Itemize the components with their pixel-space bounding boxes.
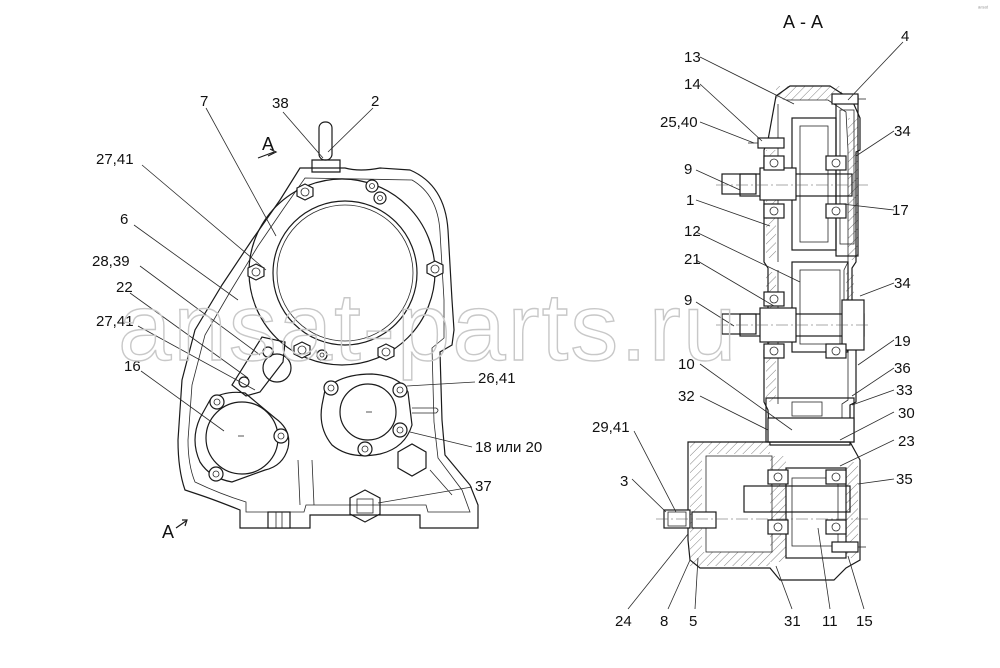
callout-10: 10: [678, 356, 695, 373]
callout-33: 33: [896, 382, 913, 399]
lower-hatch-top: [690, 442, 770, 454]
lifting-lug: [318, 121, 333, 161]
bearings: [763, 155, 847, 359]
callout-22: 22: [116, 279, 133, 296]
section-arrow-top: [257, 151, 275, 159]
shaft-upper-hub: [759, 167, 797, 201]
housing-outline: [177, 167, 479, 529]
callout-6: 6: [120, 211, 128, 228]
housing-inner: [187, 177, 471, 513]
bolt-15: [831, 541, 859, 553]
callout-24: 24: [615, 613, 632, 630]
shaft-upper-end: [721, 173, 757, 195]
bracket-plate: [231, 336, 286, 397]
flange-bolts: [247, 179, 444, 361]
front-leaders: [129, 107, 476, 504]
callout-13: 13: [684, 49, 701, 66]
bolt-4: [831, 93, 859, 105]
lower-cavity: [705, 455, 773, 553]
callout-4: 4: [901, 28, 909, 45]
callout-8: 8: [660, 613, 668, 630]
cover-16-disc: [205, 401, 279, 475]
bracket-boss: [262, 353, 292, 383]
shaft-pump: [743, 485, 851, 513]
callout-27-41-b: 27,41: [96, 313, 134, 330]
callout-18-20: 18 или 20: [475, 439, 542, 456]
hatch-right-wall: [848, 118, 858, 260]
drain-plug: [349, 489, 381, 523]
cover-18-disc: [339, 383, 397, 441]
corner-mark: ᵃⁿˢᵃᵗ: [978, 5, 989, 12]
callout-35: 35: [896, 471, 913, 488]
callout-9-a: 9: [684, 161, 692, 178]
callout-9-b: 9: [684, 292, 692, 309]
callout-5: 5: [689, 613, 697, 630]
callout-11: 11: [822, 613, 838, 630]
gear-lower: [785, 467, 847, 559]
callout-21: 21: [684, 251, 701, 268]
callout-23: 23: [898, 433, 915, 450]
bolt-14: [757, 137, 785, 149]
watermark: ansat-parts.ru: [118, 274, 738, 381]
callout-32: 32: [678, 388, 695, 405]
centre-lines: [656, 184, 870, 520]
callout-14: 14: [684, 76, 701, 93]
lug-base: [311, 159, 341, 173]
callout-27-41-a: 27,41: [96, 151, 134, 168]
callout-30: 30: [898, 405, 915, 422]
callout-16: 16: [124, 358, 141, 375]
cover-18: [320, 373, 413, 457]
lower-hex-boss: [397, 443, 427, 477]
gear-upper: [791, 117, 837, 251]
callout-17: 17: [892, 202, 909, 219]
callout-26-41: 26,41: [478, 370, 516, 387]
fitting-nut: [691, 511, 717, 529]
foot-slot: [267, 511, 291, 529]
callout-1: 1: [686, 192, 694, 209]
callout-15: 15: [856, 613, 873, 630]
callout-28-39: 28,39: [92, 253, 130, 270]
callout-36: 36: [894, 360, 911, 377]
section-view: [627, 41, 904, 610]
upper-housing: [763, 85, 861, 446]
callout-7: 7: [200, 93, 208, 110]
callout-29-41: 29,41: [592, 419, 630, 436]
cover-16: [194, 391, 290, 483]
hatch-top: [776, 86, 842, 100]
callout-38: 38: [272, 95, 289, 112]
front-view: [129, 107, 479, 529]
lower-hatch-bottom: [690, 552, 770, 566]
view-marker-top: А: [262, 134, 274, 154]
callout-25-40: 25,40: [660, 114, 698, 131]
section-title: А - А: [783, 12, 823, 32]
callout-37: 37: [475, 478, 492, 495]
view-marker-bottom: А: [162, 522, 174, 542]
flange-bore-inner: [276, 204, 414, 342]
shaft-lower-end: [721, 313, 757, 335]
callout-19: 19: [894, 333, 911, 350]
section-arrow-bottom: [175, 520, 187, 529]
callout-12: 12: [684, 223, 701, 240]
callout-34-a: 34: [894, 123, 911, 140]
callout-31: 31: [784, 613, 801, 630]
callout-34-b: 34: [894, 275, 911, 292]
flange-bore: [272, 200, 418, 346]
callout-3: 3: [620, 473, 628, 490]
upper-housing-wall: [786, 99, 849, 442]
gear-middle: [791, 261, 849, 353]
section-leaders: [627, 41, 904, 610]
callout-2: 2: [371, 93, 379, 110]
